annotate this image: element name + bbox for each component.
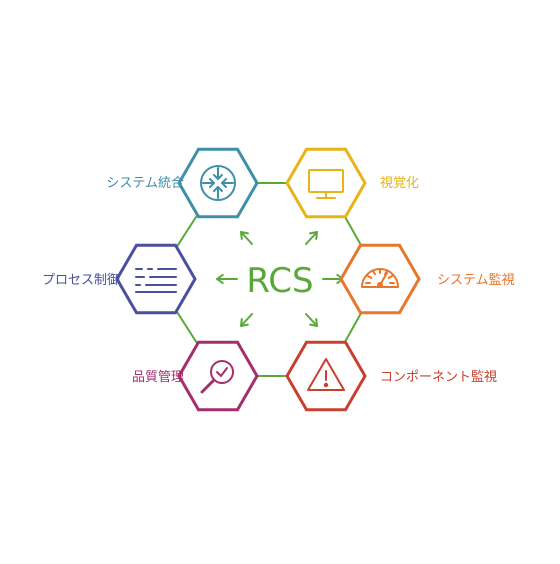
hexagon-outline bbox=[177, 147, 259, 219]
center-label: RCS bbox=[246, 261, 313, 301]
arrow-head bbox=[240, 231, 249, 240]
label-system-integration: システム統合 bbox=[106, 176, 184, 191]
arrow-head bbox=[309, 318, 318, 327]
monitor-icon bbox=[308, 169, 344, 199]
hexagon-outline bbox=[177, 340, 259, 412]
label-component-monitoring: コンポーネント監視 bbox=[380, 370, 498, 385]
hexagon-system-monitoring bbox=[339, 243, 421, 315]
center-rcs: RCS bbox=[246, 261, 313, 301]
arrow-shaft bbox=[305, 313, 318, 327]
label-process-control: プロセス制御 bbox=[41, 273, 120, 288]
arrow-head bbox=[240, 318, 249, 327]
arrow-head bbox=[216, 273, 224, 285]
hexagon-outline bbox=[285, 147, 367, 219]
hexagon-component-monitoring bbox=[285, 340, 367, 412]
hexagon-system-integration bbox=[177, 147, 259, 219]
hexagon-outline bbox=[115, 243, 197, 315]
hexagon-outline bbox=[339, 243, 421, 315]
arrows-in-circle-icon bbox=[200, 165, 236, 201]
warning-triangle-icon bbox=[307, 358, 345, 391]
dashed-lines-icon bbox=[135, 268, 177, 293]
hexagon-quality-management bbox=[177, 340, 259, 412]
arrow-shaft bbox=[240, 313, 253, 327]
label-visualization: 視覚化 bbox=[380, 176, 420, 191]
hexagon-visualization bbox=[285, 147, 367, 219]
arrow-shaft bbox=[240, 231, 253, 245]
label-quality-management: 品質管理 bbox=[131, 370, 184, 385]
arrow-head bbox=[309, 231, 318, 240]
hexagon-process-control bbox=[115, 243, 197, 315]
arrow-shaft bbox=[305, 231, 318, 245]
gauge-icon bbox=[361, 268, 399, 288]
label-system-monitoring: システム監視 bbox=[437, 273, 515, 288]
magnifier-check-icon bbox=[200, 360, 234, 394]
